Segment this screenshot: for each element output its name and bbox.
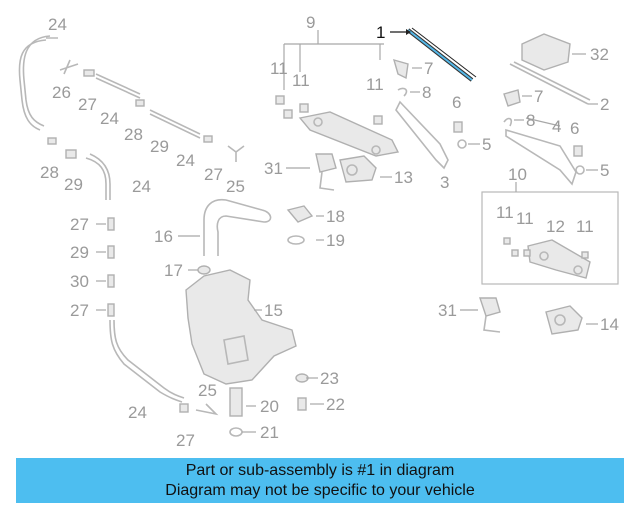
motor-31b (479, 297, 501, 333)
hose-elbow-25 (227, 145, 245, 162)
callout-14: 14 (600, 315, 619, 334)
callout-11: 11 (292, 71, 310, 90)
cap-18 (286, 205, 314, 223)
banner-line-2: Diagram may not be specific to your vehi… (165, 481, 475, 499)
callout-31: 31 (438, 301, 457, 320)
callout-18: 18 (326, 207, 345, 226)
callout-17: 17 (164, 261, 183, 280)
callout-labels: 24 9 1 32 26 27 24 28 29 24 11 11 11 7 8… (40, 13, 619, 450)
callout-25: 25 (226, 177, 245, 196)
clip-8a (397, 87, 408, 97)
callout-32: 32 (590, 45, 609, 64)
callout-24: 24 (48, 15, 67, 34)
washer-hose-24-bottom (109, 319, 189, 413)
callout-28: 28 (40, 163, 59, 182)
callout-27: 27 (176, 431, 195, 450)
washer-reservoir-15 (185, 269, 297, 385)
callout-5: 5 (482, 135, 491, 154)
nut-6b (573, 145, 585, 175)
wiper-motor-13 (339, 155, 377, 183)
callout-20: 20 (260, 397, 279, 416)
clip-8b (503, 117, 513, 127)
banner-line-1: Part or sub-assembly is #1 in diagram (185, 461, 455, 479)
wiper-arm-4 (505, 128, 577, 186)
callout-3: 3 (440, 173, 449, 192)
callout-25: 25 (198, 381, 217, 400)
callout-1: 1 (376, 23, 385, 42)
motor-31a (315, 153, 337, 191)
clip-7a (392, 58, 409, 80)
callout-11: 11 (576, 217, 594, 236)
callout-27: 27 (70, 301, 89, 320)
filler-neck-16 (203, 198, 272, 256)
cowl-part-32 (521, 33, 586, 71)
connectors-vertical (96, 217, 115, 317)
callout-31: 31 (264, 159, 283, 178)
callout-29: 29 (64, 175, 83, 194)
callout-21: 21 (260, 423, 279, 442)
sensor-22 (297, 397, 307, 411)
grommet-17 (197, 265, 211, 275)
callout-7: 7 (534, 87, 543, 106)
callout-27: 27 (78, 95, 97, 114)
callout-11: 11 (496, 203, 514, 222)
callout-9: 9 (306, 13, 315, 32)
wiper-motor-14 (545, 305, 583, 335)
callout-13: 13 (394, 168, 413, 187)
callout-11: 11 (366, 75, 384, 94)
callout-24: 24 (132, 177, 151, 196)
callout-10: 10 (508, 165, 527, 184)
elbow-25b (195, 403, 219, 416)
callout-7: 7 (424, 59, 433, 78)
callout-29: 29 (150, 137, 169, 156)
seal-21 (229, 427, 243, 437)
callout-11: 11 (516, 209, 534, 228)
callout-4: 4 (552, 117, 561, 136)
callout-24: 24 (100, 109, 119, 128)
leader-lines (178, 67, 598, 433)
callout-28: 28 (124, 125, 143, 144)
hose-connectors-upper (59, 59, 213, 143)
nut-6a (453, 121, 467, 149)
callout-6: 6 (570, 119, 579, 138)
callout-2: 2 (600, 95, 609, 114)
washer-hose-24-top (18, 35, 58, 131)
callout-16: 16 (154, 227, 173, 246)
wiper-arm-3 (395, 100, 449, 170)
info-banner: Part or sub-assembly is #1 in diagram Di… (16, 458, 624, 503)
pump-20 (229, 387, 243, 417)
callout-6: 6 (452, 93, 461, 112)
callout-26: 26 (52, 83, 71, 102)
clip-7b (503, 89, 521, 107)
callout-11: 11 (270, 59, 288, 78)
wiper-linkage-9 (275, 30, 400, 157)
callout-24: 24 (176, 151, 195, 170)
callout-8: 8 (526, 111, 535, 130)
callout-23: 23 (320, 369, 339, 388)
hose-connectors-left (47, 137, 111, 200)
callout-27: 27 (204, 165, 223, 184)
callout-19: 19 (326, 231, 345, 250)
callout-22: 22 (326, 395, 345, 414)
callout-24: 24 (128, 403, 147, 422)
wiper-blade-2 (509, 61, 591, 105)
linkage-box-10 (481, 182, 619, 285)
callout-29: 29 (70, 243, 89, 262)
callout-27: 27 (70, 215, 89, 234)
wiper-blade-1 (390, 27, 477, 82)
callout-8: 8 (422, 83, 431, 102)
callout-30: 30 (70, 272, 89, 291)
callout-15: 15 (264, 301, 283, 320)
callout-12: 12 (546, 217, 565, 236)
callout-5: 5 (600, 161, 609, 180)
seal-19 (287, 235, 305, 245)
